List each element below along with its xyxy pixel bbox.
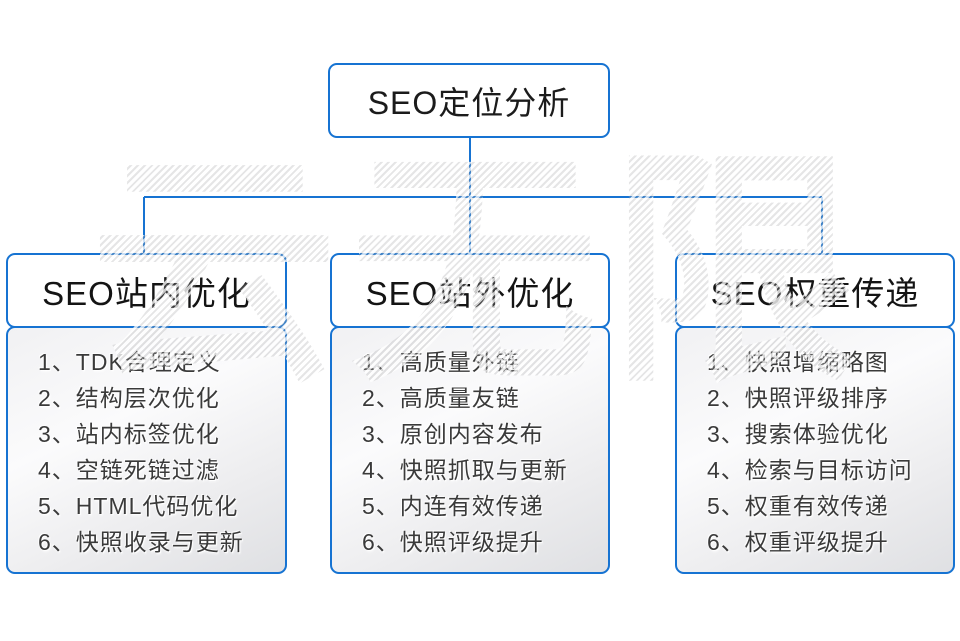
column-offsite-header: SEO站外优化 <box>330 253 610 328</box>
column-weight-transfer: SEO权重传递 1、快照增缩略图 2、快照评级排序 3、搜索体验优化 4、检索与… <box>675 253 955 574</box>
list-item: 3、搜索体验优化 <box>707 421 889 447</box>
column-offsite-title: SEO站外优化 <box>365 274 575 312</box>
list-item: 3、站内标签优化 <box>38 421 220 447</box>
column-onsite-title: SEO站内优化 <box>42 274 251 312</box>
list-item: 4、快照抓取与更新 <box>362 457 568 483</box>
root-node-label: SEO定位分析 <box>367 84 571 121</box>
list-item: 6、快照收录与更新 <box>38 529 244 555</box>
list-item: 2、高质量友链 <box>362 385 520 411</box>
list-item: 6、权重评级提升 <box>707 529 889 555</box>
list-item: 4、空链死链过滤 <box>38 457 220 483</box>
list-item: 6、快照评级提升 <box>362 529 544 555</box>
column-onsite-optimization: SEO站内优化 1、TDK合理定义 2、结构层次优化 3、站内标签优化 4、空链… <box>6 253 287 574</box>
column-weight-header: SEO权重传递 <box>675 253 955 328</box>
list-item: 5、内连有效传递 <box>362 493 544 519</box>
column-offsite-list: 1、高质量外链 2、高质量友链 3、原创内容发布 4、快照抓取与更新 5、内连有… <box>330 326 610 574</box>
column-onsite-header: SEO站内优化 <box>6 253 287 328</box>
list-item: 1、快照增缩略图 <box>707 349 889 375</box>
column-onsite-list: 1、TDK合理定义 2、结构层次优化 3、站内标签优化 4、空链死链过滤 5、H… <box>6 326 287 574</box>
column-offsite-optimization: SEO站外优化 1、高质量外链 2、高质量友链 3、原创内容发布 4、快照抓取与… <box>330 253 610 574</box>
list-item: 2、快照评级排序 <box>707 385 889 411</box>
root-node: SEO定位分析 <box>328 63 610 138</box>
column-weight-title: SEO权重传递 <box>710 274 920 312</box>
list-item: 1、高质量外链 <box>362 349 520 375</box>
column-weight-list: 1、快照增缩略图 2、快照评级排序 3、搜索体验优化 4、检索与目标访问 5、权… <box>675 326 955 574</box>
list-item: 1、TDK合理定义 <box>38 349 221 375</box>
list-item: 2、结构层次优化 <box>38 385 220 411</box>
list-item: 4、检索与目标访问 <box>707 457 913 483</box>
list-item: 5、权重有效传递 <box>707 493 889 519</box>
list-item: 3、原创内容发布 <box>362 421 544 447</box>
list-item: 5、HTML代码优化 <box>38 493 239 519</box>
